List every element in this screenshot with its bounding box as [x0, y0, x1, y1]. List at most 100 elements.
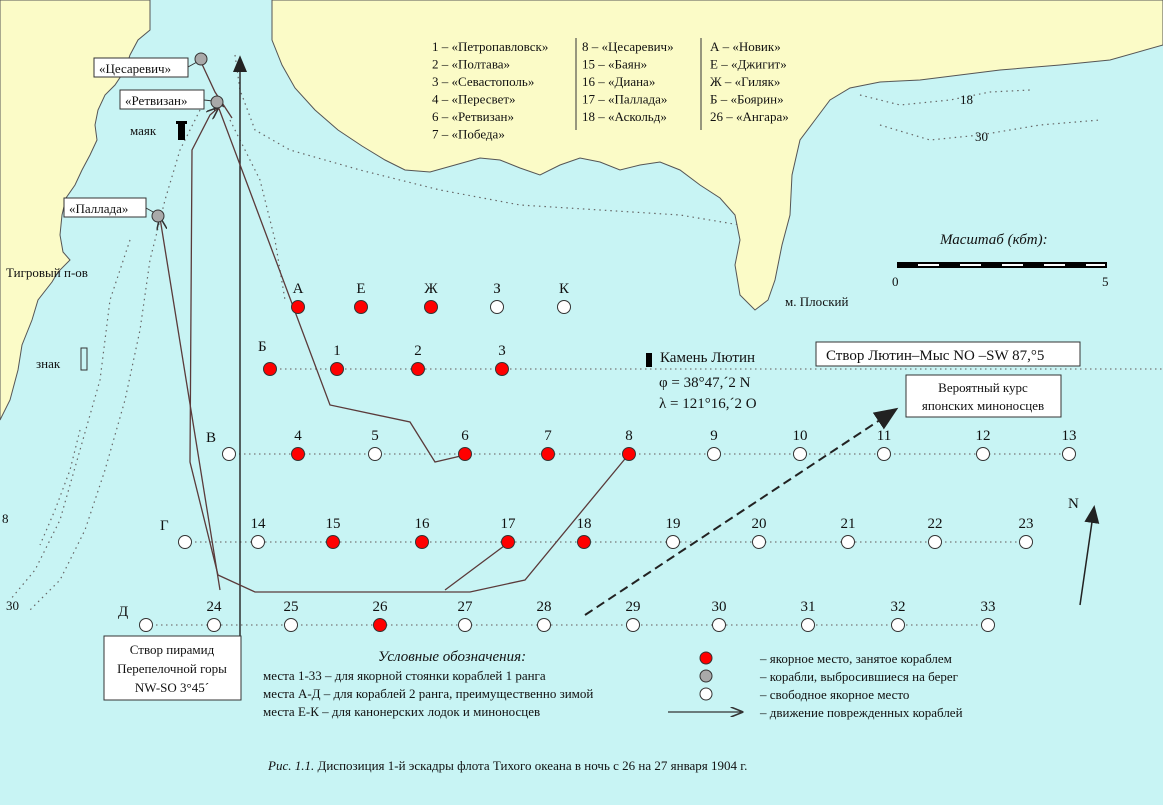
anchor-point-26: [373, 618, 387, 632]
anchor-point-label: 14: [251, 516, 267, 532]
anchor-point-label: 2: [414, 343, 422, 359]
row-label: Д: [118, 604, 128, 620]
anchor-point-31: [801, 618, 815, 632]
ship-list-item: 16 – «Диана»: [582, 74, 655, 89]
depth-18: 18: [960, 92, 973, 107]
pallada-box: [63, 197, 147, 218]
row-label: Б: [258, 339, 267, 355]
anchor-point-label: 18: [577, 516, 592, 532]
land-north-coast: [271, 0, 1163, 311]
north-arrow: [1079, 505, 1100, 606]
anchor-point-label: 31: [801, 599, 816, 615]
legend-beached-symbol: [699, 669, 713, 683]
anchor-point-label: 23: [1019, 516, 1034, 532]
damaged-ships-paths: [160, 61, 630, 593]
anchor-point-11: [877, 447, 891, 461]
scale-title: Масштаб (кбт):: [939, 232, 1048, 248]
anchor-point-4: [291, 447, 305, 461]
anchor-point-3: [495, 362, 509, 376]
anchor-point-label: 27: [458, 599, 474, 615]
anchor-point-label: 6: [461, 428, 469, 444]
anchor-point-label: З: [493, 281, 501, 297]
anchor-point-Е: [354, 300, 368, 314]
stvor-box: [815, 341, 1081, 367]
ship-list-item: 15 – «Баян»: [582, 57, 647, 72]
beached-retvizan: [210, 95, 224, 109]
anchor-point-9: [707, 447, 721, 461]
znak-icon: [80, 347, 88, 371]
anchor-point-5: [368, 447, 382, 461]
pyramid-line3: NW-SO 3°45´: [135, 680, 209, 695]
anchor-point-27: [458, 618, 472, 632]
japanese-course-line: [584, 407, 899, 616]
anchor-point-label: 32: [891, 599, 906, 615]
kamen-label: Камень Лютин: [660, 350, 755, 366]
anchor-point-label: 19: [666, 516, 681, 532]
tsesarevich-box: [93, 57, 189, 78]
anchor-point-label: 20: [752, 516, 767, 532]
znak-label: знак: [36, 356, 61, 371]
anchor-point-label: 25: [284, 599, 299, 615]
ship-list-item: 2 – «Полтава»: [432, 57, 510, 72]
ship-list-item: 6 – «Ретвизан»: [432, 109, 514, 124]
depth-30-ne: 30: [975, 129, 988, 144]
anchor-point-label: 21: [841, 516, 856, 532]
anchor-point-21: [841, 535, 855, 549]
depth-8: 8: [2, 511, 9, 526]
anchor-point-label: 7: [544, 428, 552, 444]
anchor-point-label: 28: [537, 599, 552, 615]
legend-free-symbol: [699, 687, 713, 701]
anchor-point-label: 22: [928, 516, 943, 532]
anchor-point-label: 16: [415, 516, 431, 532]
retvizan-box: [119, 89, 205, 110]
anchor-point-22: [928, 535, 942, 549]
anchor-point-12: [976, 447, 990, 461]
anchor-point-6: [458, 447, 472, 461]
scale-start: 0: [892, 274, 899, 289]
anchor-point-row4-start: [139, 618, 153, 632]
ship-list: 1 – «Петропавловск»2 – «Полтава»3 – «Сев…: [432, 39, 789, 142]
anchor-point-23: [1019, 535, 1033, 549]
row-label: Г: [160, 518, 169, 534]
anchor-point-24: [207, 618, 221, 632]
pyramid-line2: Перепелочной горы: [117, 661, 227, 676]
figure-number: Рис. 1.1.: [267, 758, 314, 773]
anchor-point-label: 1: [333, 343, 341, 359]
anchor-point-label: 30: [712, 599, 727, 615]
ship-list-item: А – «Новик»: [710, 39, 781, 54]
ship-list-item: 4 – «Пересвет»: [432, 92, 516, 107]
figure-caption: Рис. 1.1. Диспозиция 1-й эскадры флота Т…: [267, 758, 747, 773]
anchor-point-label: Е: [356, 281, 365, 297]
anchor-point-К: [557, 300, 571, 314]
ship-list-item: 26 – «Ангара»: [710, 109, 789, 124]
anchor-point-label: 17: [501, 516, 517, 532]
anchor-point-Ж: [424, 300, 438, 314]
anchor-point-З: [490, 300, 504, 314]
ship-list-item: Ж – «Гиляк»: [710, 74, 780, 89]
anchor-point-row1-start: [263, 362, 277, 376]
course-box: [905, 374, 1062, 418]
anchor-point-20: [752, 535, 766, 549]
legend-symbol-1: – якорное место, занятое кораблем: [759, 651, 952, 666]
anchor-point-label: 4: [294, 428, 302, 444]
anchor-point-label: 33: [981, 599, 996, 615]
legend-symbol-3: – свободное якорное место: [759, 687, 909, 702]
anchor-point-label: 13: [1062, 428, 1077, 444]
tigrovy-label: Тигровый п-ов: [6, 265, 88, 280]
tsesarevich-leader: [187, 61, 198, 68]
anchor-point-row2-start: [222, 447, 236, 461]
anchor-point-label: 26: [373, 599, 389, 615]
anchor-point-label: 12: [976, 428, 991, 444]
anchor-point-28: [537, 618, 551, 632]
legend-place-1: места 1-33 – для якорной стоянки корабле…: [263, 668, 546, 683]
plosky-label: м. Плоский: [785, 294, 848, 309]
anchor-point-label: К: [559, 281, 570, 297]
beached-pallada: [151, 209, 165, 223]
figure-text: Диспозиция 1-й эскадры флота Тихого океа…: [314, 758, 747, 773]
pallada-label: «Паллада»: [69, 201, 128, 216]
anchor-point-А: [291, 300, 305, 314]
anchor-point-8: [622, 447, 636, 461]
anchor-point-14: [251, 535, 265, 549]
